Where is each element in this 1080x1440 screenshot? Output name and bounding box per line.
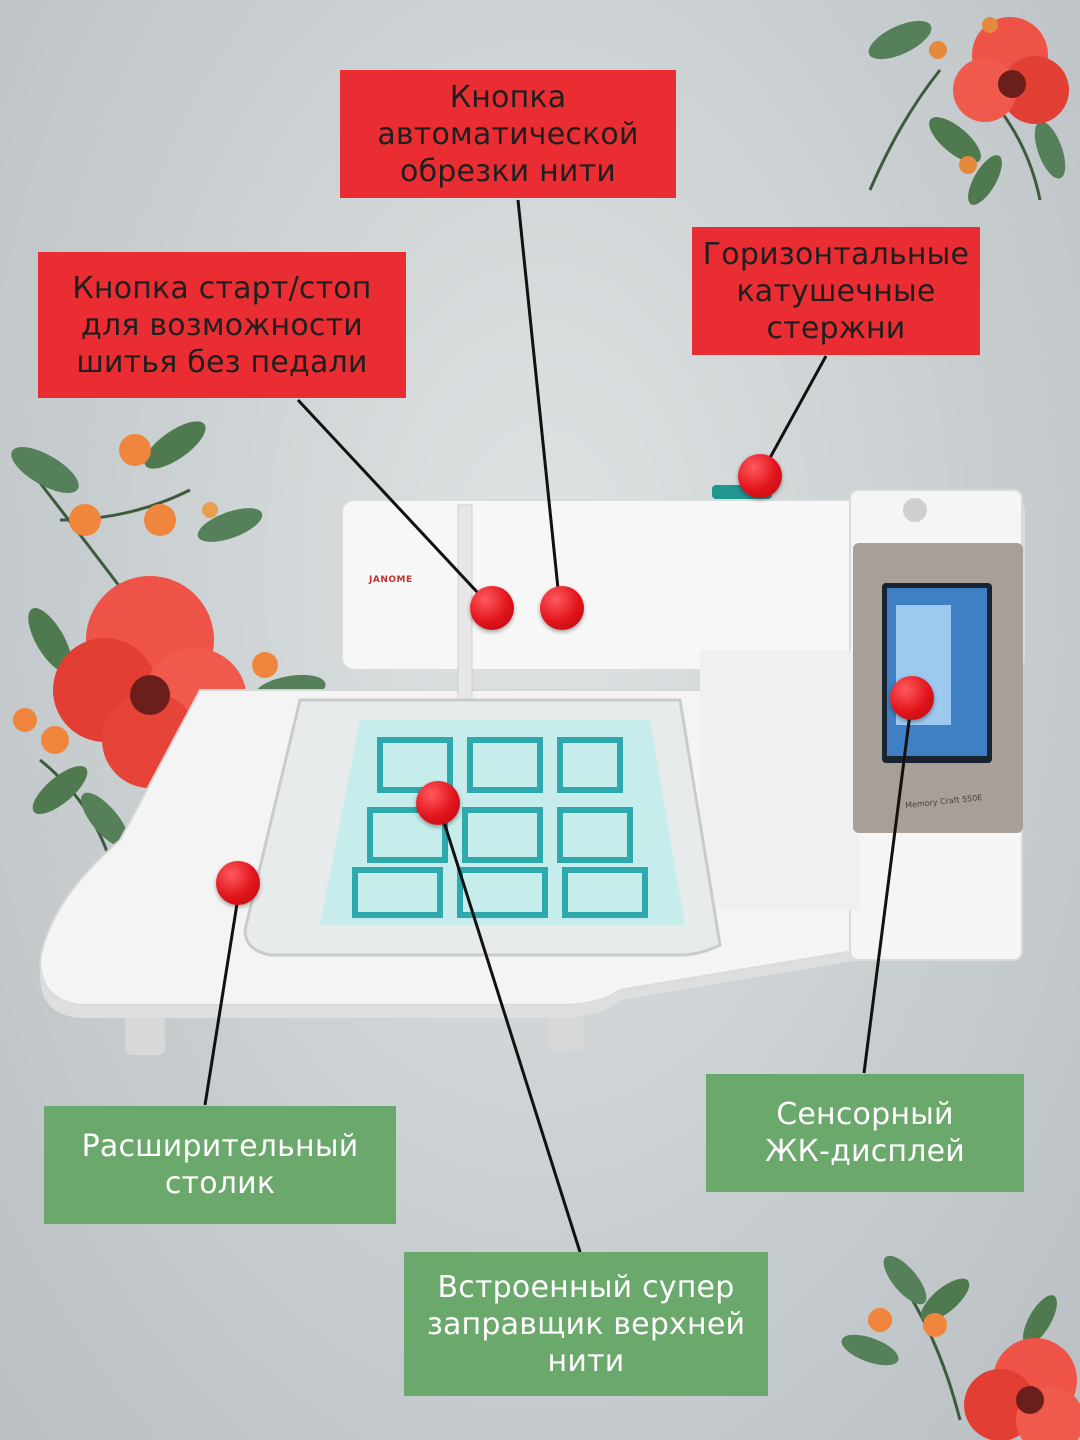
callout-start-stop-line-2: для возможности: [81, 307, 363, 343]
callout-extension-table-line-2: столик: [164, 1166, 276, 1201]
marker-touch-display[interactable]: [890, 676, 934, 720]
callout-spool-pins-line-3: стержни: [766, 310, 906, 346]
callout-auto-trim-line-2: автоматической: [377, 116, 639, 152]
marker-auto-trim[interactable]: [540, 586, 584, 630]
callout-auto-trim-line-1: Кнопка: [449, 79, 567, 115]
callout-start-stop-line-1: Кнопка старт/стоп: [72, 270, 372, 306]
callout-start-stop-line-3: шитья без педали: [76, 344, 368, 380]
floral-decoration-left: [11, 421, 326, 861]
callout-extension-table-line-1: Расширительный: [81, 1129, 359, 1164]
callout-needle-threader: Встроенный супер заправщик верхней нити: [404, 1252, 768, 1396]
callout-touch-display-line-1: Сенсорный: [776, 1097, 954, 1132]
callout-auto-trim: Кнопка автоматической обрезки нити: [340, 70, 676, 198]
machine-brand-logo: JANOME: [369, 575, 413, 585]
marker-start-stop[interactable]: [470, 586, 514, 630]
callout-touch-display-line-2: ЖК-дисплей: [765, 1134, 965, 1169]
callout-start-stop: Кнопка старт/стоп для возможности шитья …: [38, 252, 406, 398]
callout-extension-table: Расширительный столик: [44, 1106, 396, 1224]
marker-spool-pins[interactable]: [738, 454, 782, 498]
marker-needle-threader[interactable]: [416, 781, 460, 825]
callout-auto-trim-line-3: обрезки нити: [400, 153, 616, 189]
callout-spool-pins-line-2: катушечные: [736, 273, 936, 309]
callout-needle-threader-line-2: заправщик верхней: [426, 1306, 746, 1342]
callout-touch-display: Сенсорный ЖК-дисплей: [706, 1074, 1024, 1192]
callout-needle-threader-line-1: Встроенный супер: [437, 1269, 735, 1305]
floral-decoration-bottom-right: [841, 1255, 1080, 1440]
floral-decoration-top-right: [868, 17, 1069, 205]
callout-spool-pins-line-1: Горизонтальные: [702, 236, 970, 272]
sewing-machine: [38, 485, 1025, 1055]
callout-spool-pins: Горизонтальные катушечные стержни: [692, 227, 980, 355]
marker-extension-table[interactable]: [216, 861, 260, 905]
callout-needle-threader-line-3: нити: [547, 1343, 625, 1379]
